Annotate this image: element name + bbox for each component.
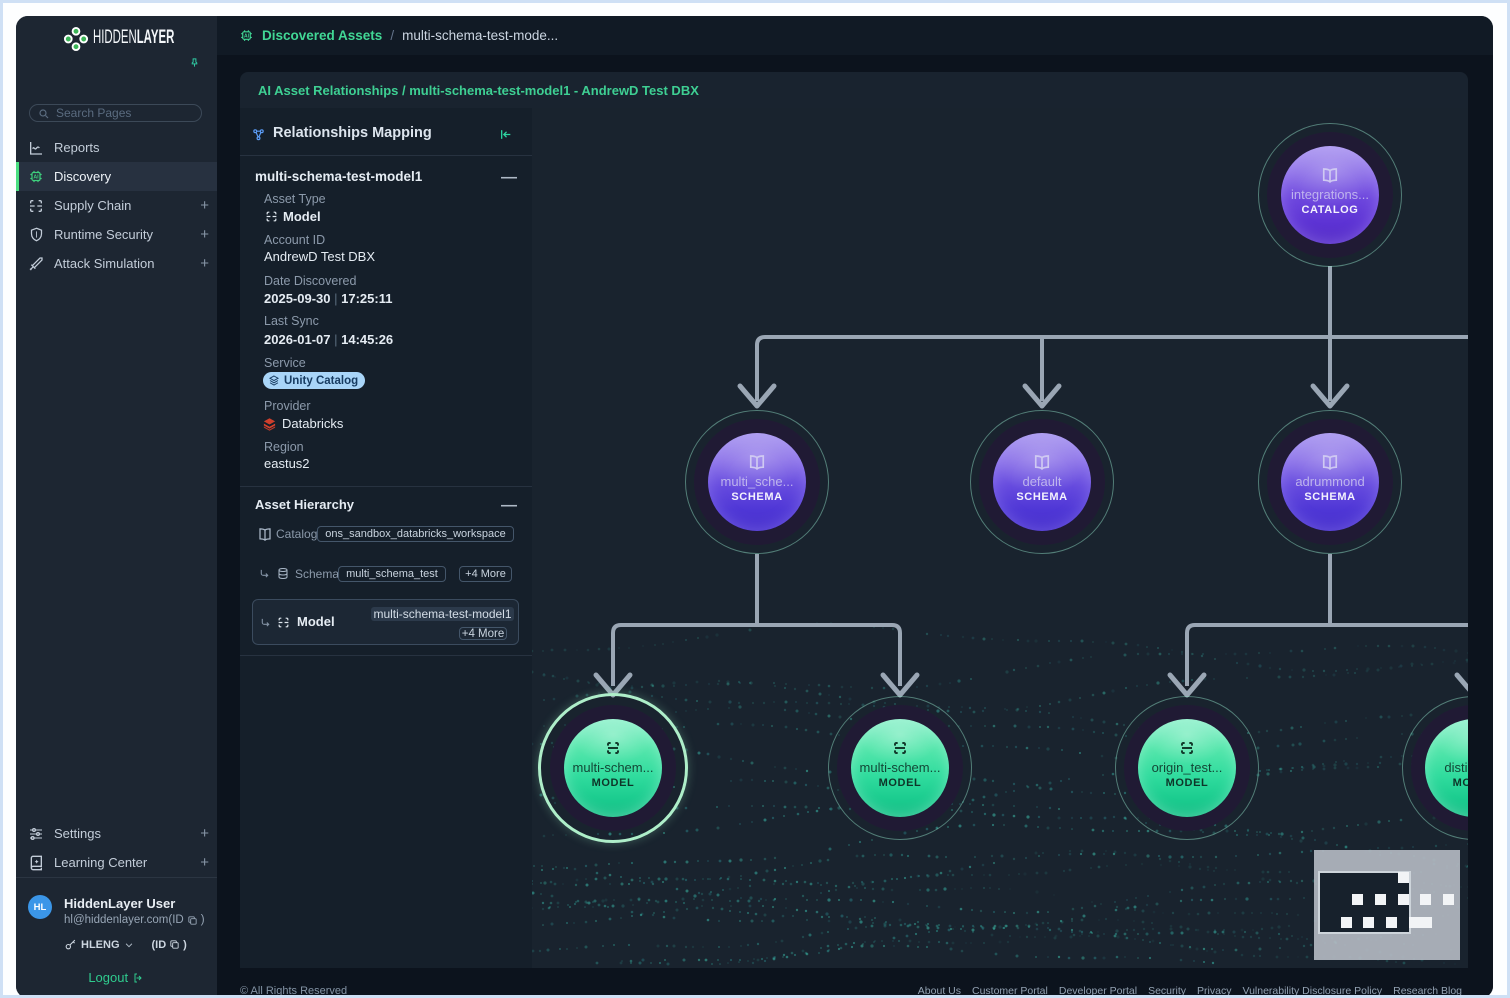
svg-text:AI: AI	[33, 175, 39, 181]
svg-text:AI: AI	[244, 33, 250, 39]
